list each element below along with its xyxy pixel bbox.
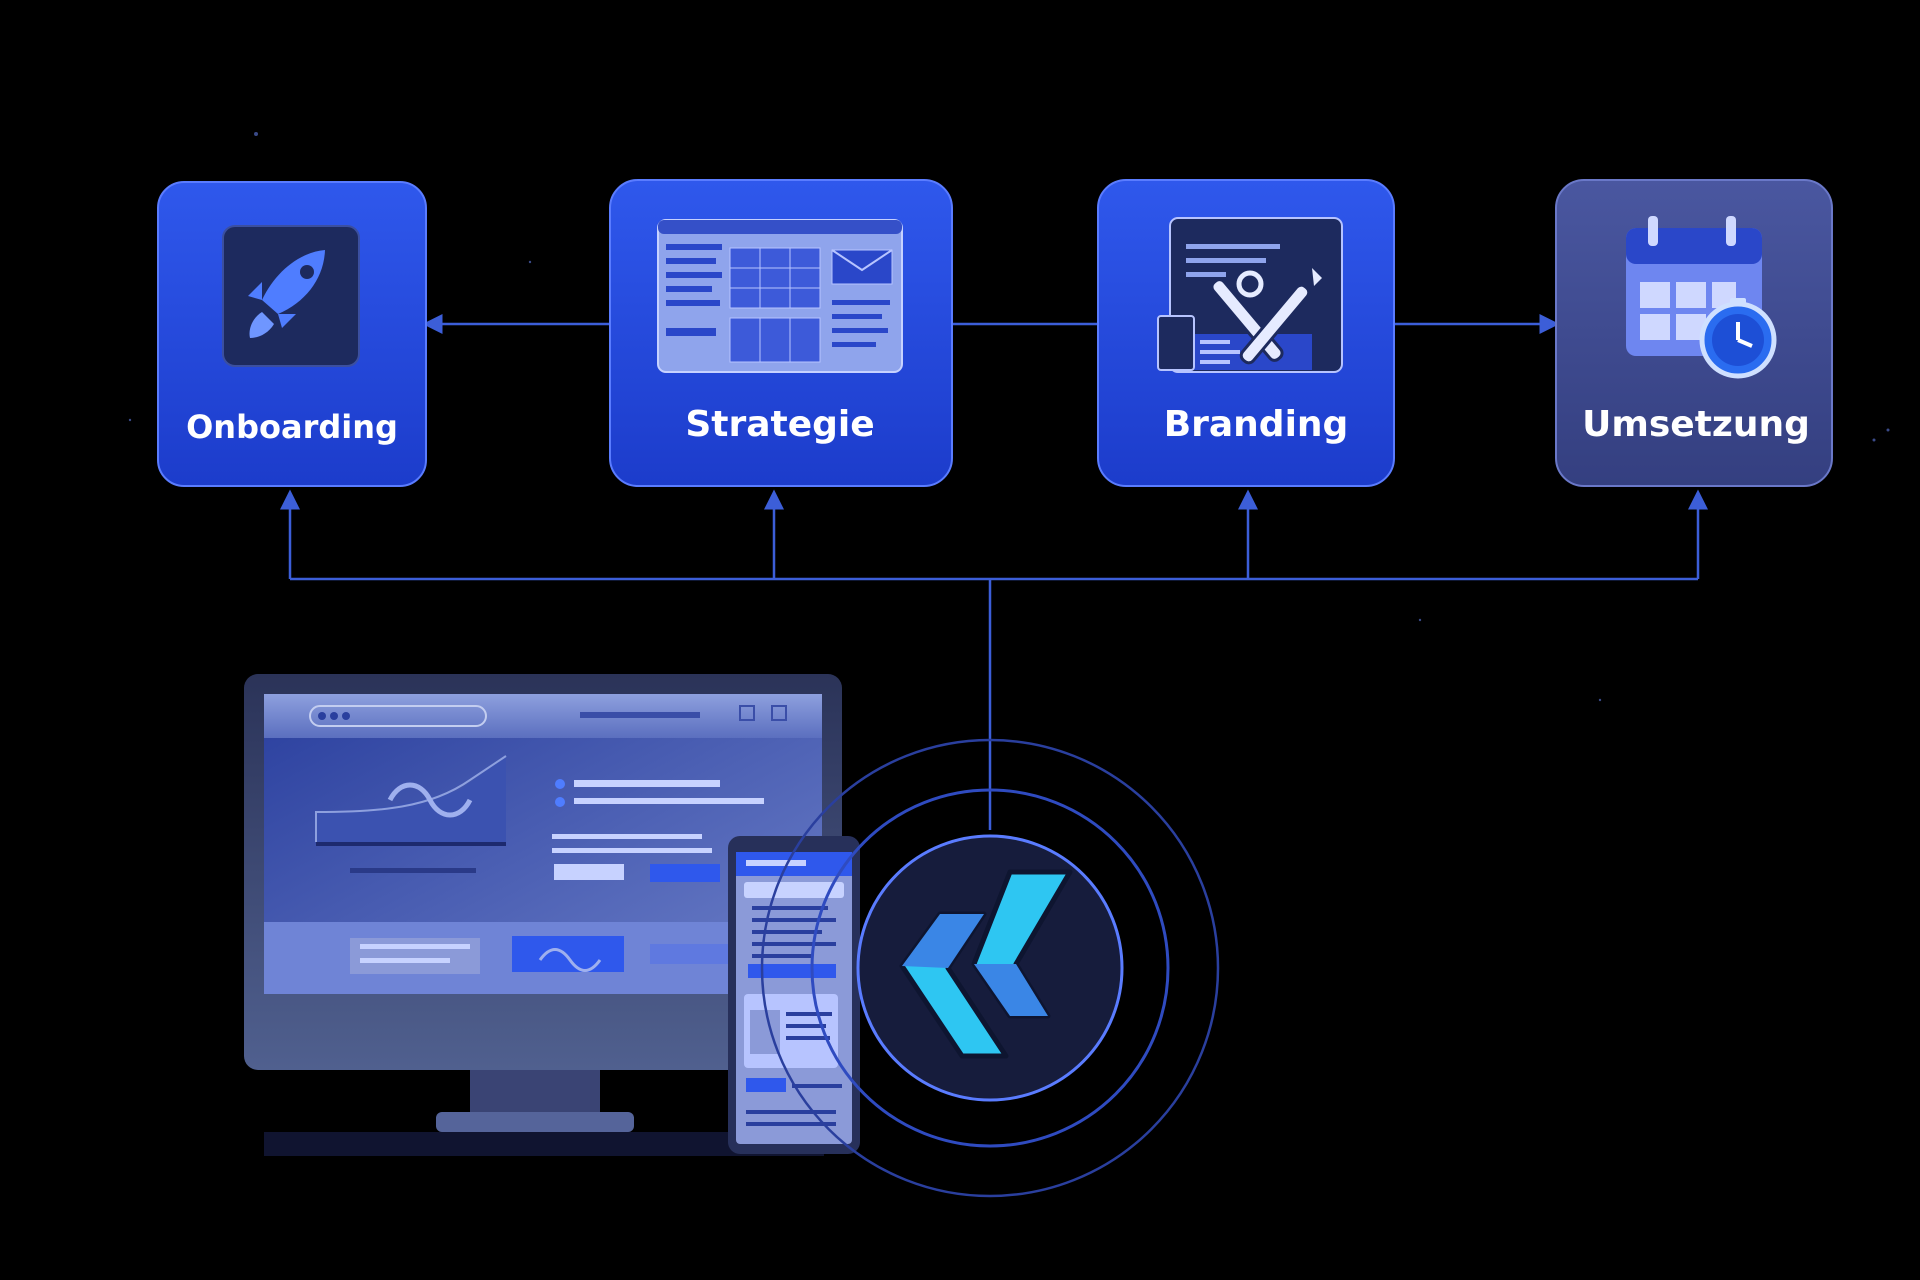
dashboard-screen-icon bbox=[657, 219, 903, 373]
double-chevron-logo-icon bbox=[760, 738, 1220, 1198]
smartphone-icon bbox=[728, 836, 860, 1154]
design-tools-icon bbox=[1157, 217, 1343, 373]
rocket-icon bbox=[222, 225, 360, 367]
step-card-onboarding: Onboarding bbox=[157, 181, 427, 487]
step-card-strategie: Strategie bbox=[609, 179, 953, 487]
step-label-branding: Branding bbox=[1164, 404, 1349, 445]
background-stars bbox=[128, 132, 1890, 702]
step-label-onboarding: Onboarding bbox=[186, 408, 398, 446]
connectors bbox=[280, 314, 1708, 830]
step-label-strategie: Strategie bbox=[685, 404, 874, 445]
step-card-umsetzung: Umsetzung bbox=[1555, 179, 1833, 487]
step-label-umsetzung: Umsetzung bbox=[1582, 404, 1810, 445]
calendar-clock-icon bbox=[1626, 216, 1777, 379]
step-card-branding: Branding bbox=[1097, 179, 1395, 487]
